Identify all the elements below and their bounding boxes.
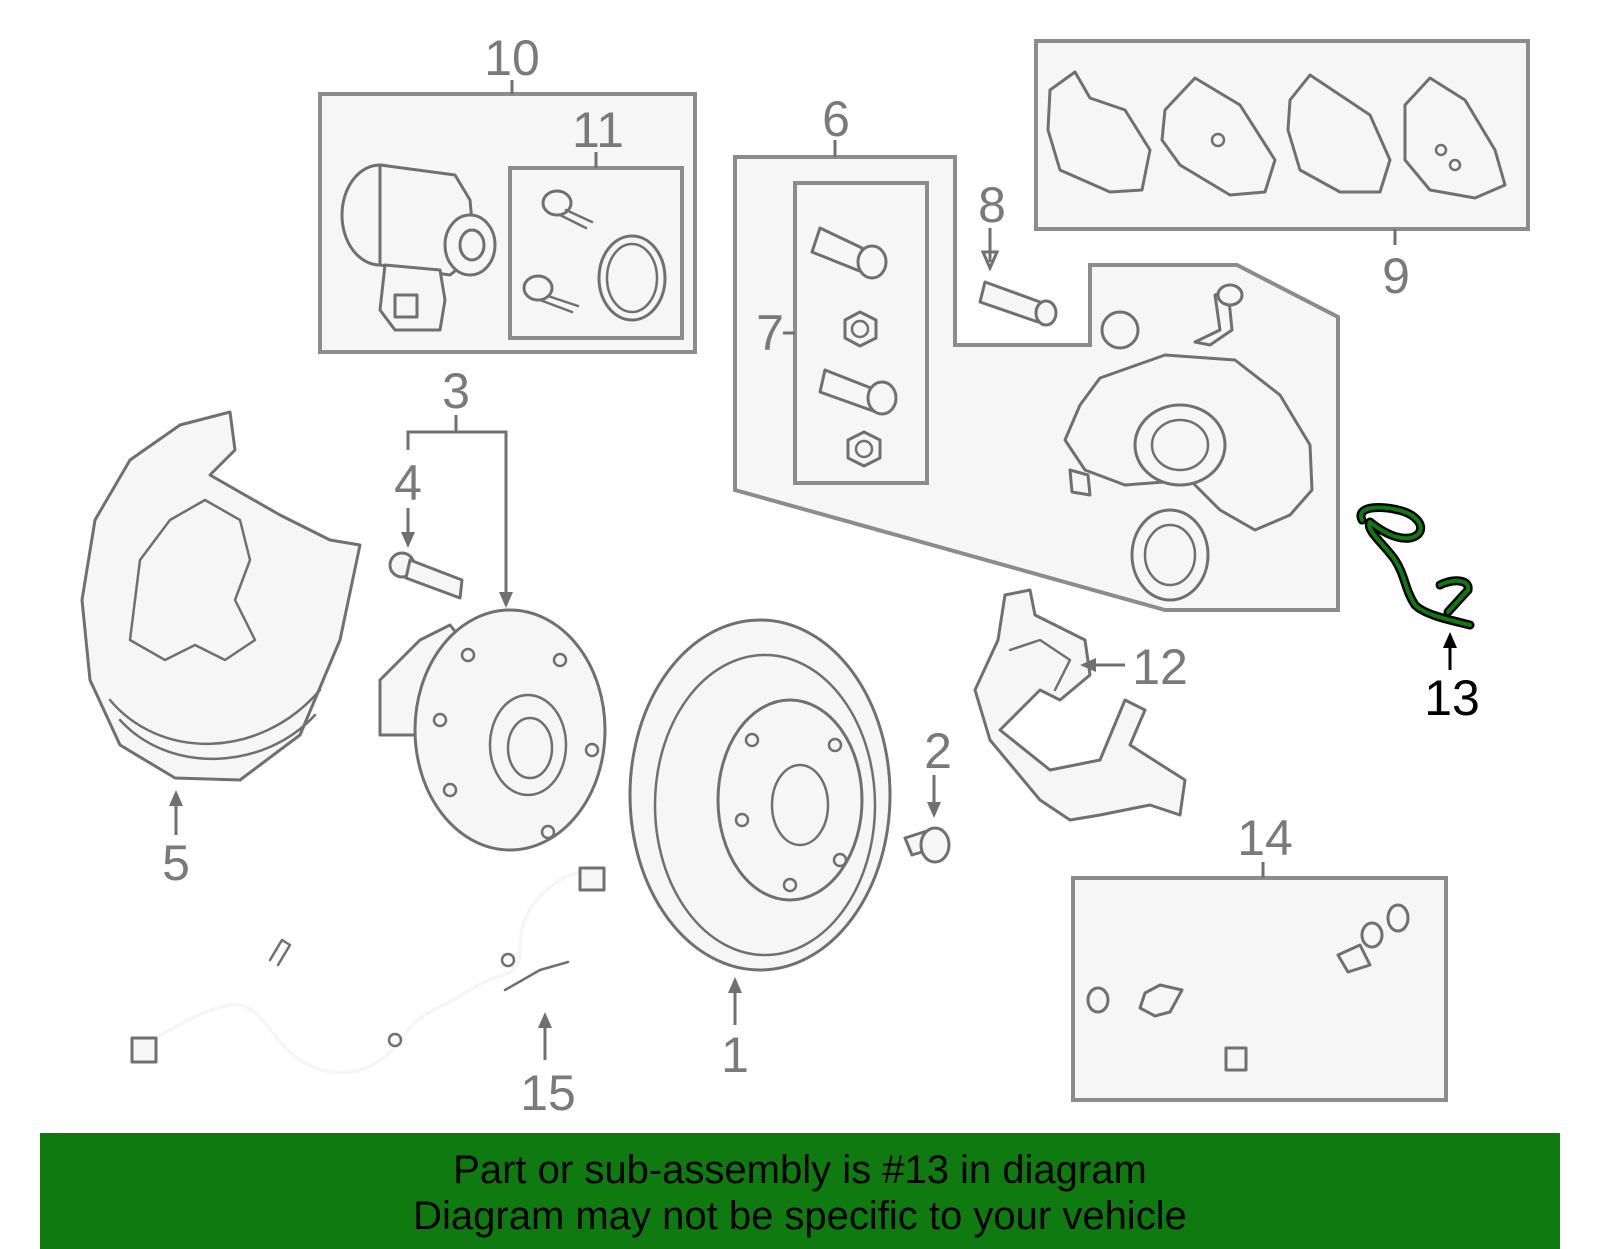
callout-8: 8 (978, 177, 1006, 233)
pin-kit-part (810, 226, 898, 468)
callout-2: 2 (924, 723, 952, 779)
part-5: 5 (80, 410, 362, 891)
part-1: 1 (628, 618, 892, 1083)
callout-7: 7 (756, 305, 784, 361)
callout-13: 13 (1424, 670, 1480, 726)
callout-3: 3 (442, 363, 470, 419)
part-15: 15 (130, 866, 606, 1121)
part-12: 12 (973, 588, 1188, 822)
banner-disclaimer-line: Diagram may not be specific to your vehi… (413, 1194, 1187, 1238)
part-13-highlighted: 13 (1356, 503, 1480, 726)
caliper-piston-part (340, 163, 497, 332)
part-2: 2 (903, 723, 952, 864)
part-info-banner: Part or sub-assembly is #13 in diagram D… (40, 1133, 1560, 1249)
callout-14: 14 (1237, 810, 1293, 866)
group-6: 6 7 (733, 91, 1340, 612)
hub-part (378, 608, 607, 852)
callout-11: 11 (572, 102, 624, 158)
callout-12: 12 (1132, 639, 1188, 695)
callout-10: 10 (484, 30, 540, 86)
callout-4: 4 (394, 455, 422, 511)
brake-pads-part (1046, 70, 1507, 200)
part-3: 3 (378, 363, 607, 852)
group-9: 9 (1034, 39, 1530, 304)
seal-kit-part (522, 189, 667, 322)
banner-part-line: Part or sub-assembly is #13 in diagram (453, 1148, 1147, 1192)
callout-6: 6 (822, 91, 850, 147)
brake-hose-part (1086, 903, 1410, 1081)
group-10: 10 11 (318, 30, 697, 354)
callout-15: 15 (520, 1065, 576, 1121)
caliper-body-part (1063, 283, 1314, 602)
callout-5: 5 (162, 835, 190, 891)
callout-1: 1 (721, 1027, 749, 1083)
part-8: 8 (978, 177, 1058, 327)
callout-9: 9 (1382, 248, 1410, 304)
part-4: 4 (388, 455, 464, 600)
group-14: 14 (1071, 810, 1448, 1102)
